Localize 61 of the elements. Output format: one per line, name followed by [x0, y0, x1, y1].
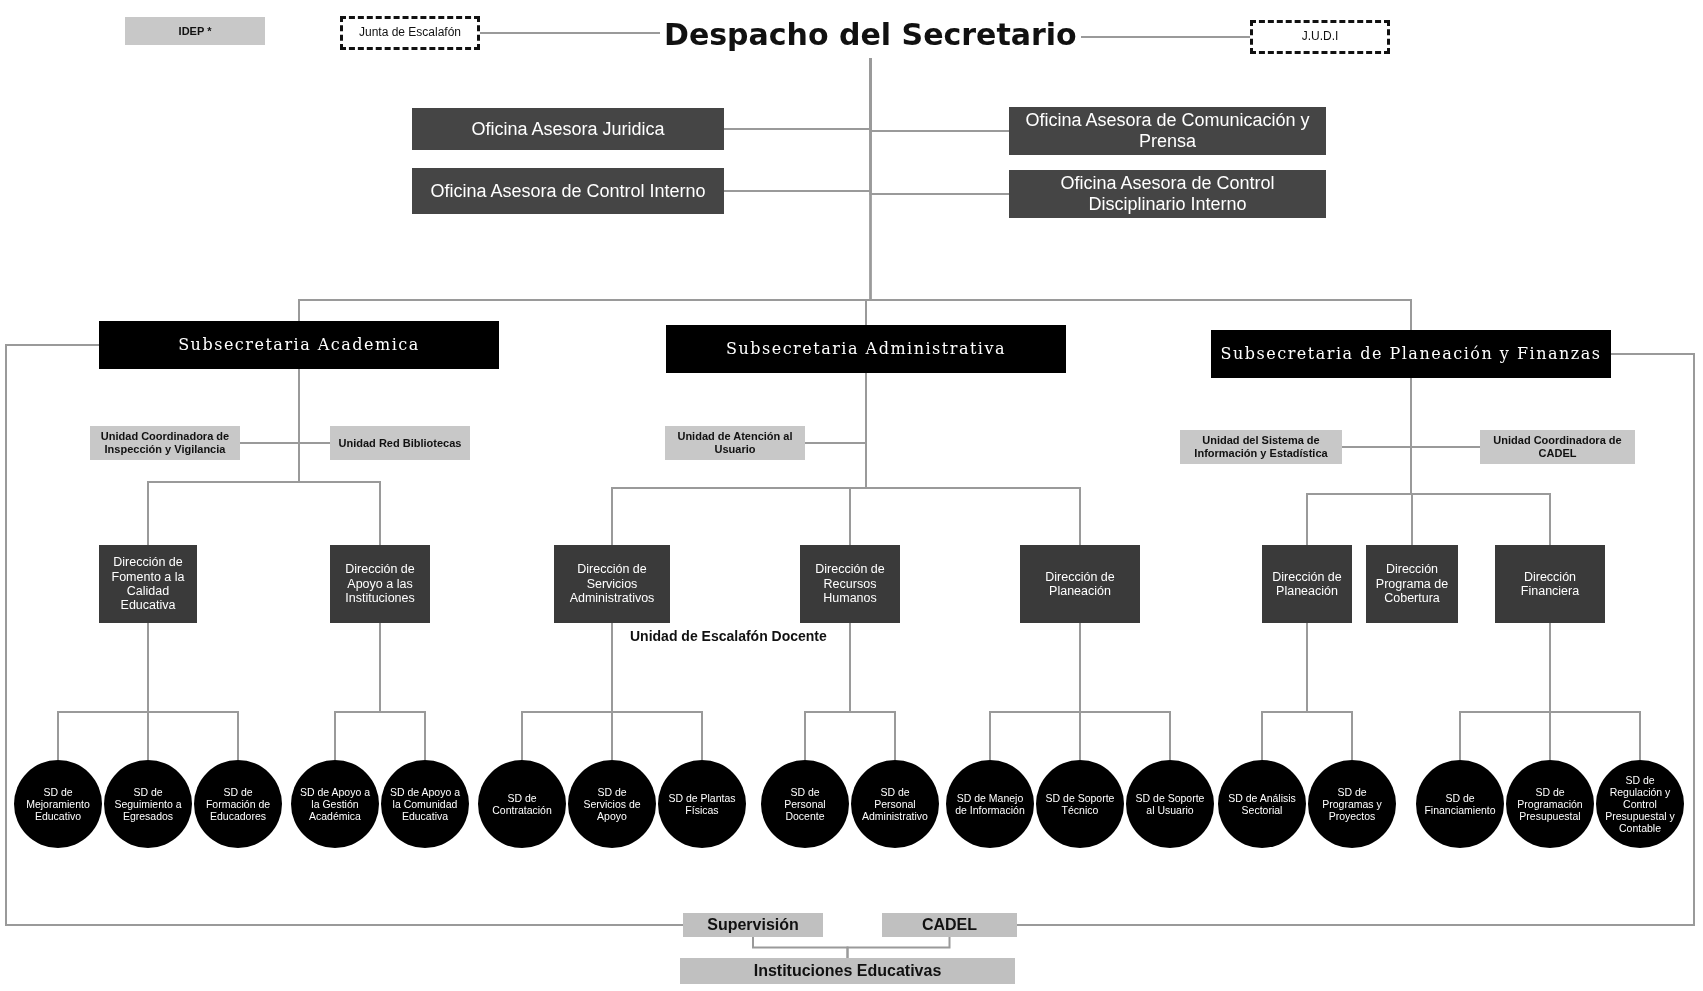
subdirectorate-circle: SD de Personal Docente — [761, 760, 849, 848]
dashed-box: J.U.D.I — [1250, 20, 1390, 54]
subdirectorate-circle: SD de Servicios de Apoyo — [568, 760, 656, 848]
subdirectorate-circle: SD de Manejo de Información — [946, 760, 1034, 848]
subdirectorate-circle: SD de Programación Presupuestal — [1506, 760, 1594, 848]
subdirectorate-circle: SD de Contratación — [478, 760, 566, 848]
directorate-box: Dirección de Planeación — [1262, 545, 1352, 623]
subdirectorate-circle: SD de Seguimiento a Egresados — [104, 760, 192, 848]
unit-box: Instituciones Educativas — [680, 958, 1015, 984]
connector-line — [611, 622, 703, 761]
subdirectorate-circle: SD de Programas y Proyectos — [1308, 760, 1396, 848]
unit-label: Unidad de Escalafón Docente — [630, 628, 827, 644]
unit-box: Unidad Coordinadora de Inspección y Vigilancia — [90, 426, 240, 460]
connector-line — [846, 936, 951, 959]
unit-box: CADEL — [882, 913, 1017, 937]
heading-text: Despacho del Secretario — [660, 12, 1081, 58]
unit-box: Supervisión — [683, 913, 823, 937]
subdirectorate-circle: SD de Formación de Educadores — [194, 760, 282, 848]
office-box: Oficina Asesora Juridica — [412, 108, 724, 150]
connector-line — [849, 622, 896, 761]
directorate-box: Dirección de Fomento a la Calidad Educativa — [99, 545, 197, 623]
subdirectorate-circle: SD de Soporte al Usuario — [1126, 760, 1214, 848]
subdirectorate-circle: SD de Análisis Sectorial — [1218, 760, 1306, 848]
connector-line — [1080, 36, 1251, 38]
subdirectorate-circle: SD de Apoyo a la Comunidad Educativa — [381, 760, 469, 848]
subdirectorate-circle: SD de Personal Administrativo — [851, 760, 939, 848]
department-box: Subsecretaria Administrativa — [666, 325, 1066, 373]
unit-box: Unidad Red Bibliotecas — [330, 426, 470, 460]
directorate-box: Dirección de Recursos Humanos — [800, 545, 900, 623]
unit-box: Unidad Coordinadora de CADEL — [1480, 430, 1635, 464]
subdirectorate-circle: SD de Soporte Técnico — [1036, 760, 1124, 848]
unit-box: Unidad de Atención al Usuario — [665, 426, 805, 460]
unit-box: IDEP * — [125, 17, 265, 45]
connector-line — [1079, 622, 1171, 761]
connector-line — [1016, 353, 1695, 926]
office-box: Oficina Asesora de Control Disciplinario Interno — [1009, 170, 1326, 218]
connector-line — [5, 344, 684, 926]
connector-line — [379, 622, 426, 761]
department-box: Subsecretaria Academica — [99, 321, 499, 369]
directorate-box: Dirección de Planeación — [1020, 545, 1140, 623]
unit-box: Unidad del Sistema de Información y Estadística — [1180, 430, 1342, 464]
office-box: Oficina Asesora de Control Interno — [412, 168, 724, 214]
connector-line — [147, 622, 239, 761]
subdirectorate-circle: SD de Regulación y Control Presupuestal y Contable — [1596, 760, 1684, 848]
connector-line — [479, 32, 661, 34]
subdirectorate-circle: SD de Plantas Físicas — [658, 760, 746, 848]
connector-line — [298, 368, 381, 546]
directorate-box: Dirección de Apoyo a las Instituciones — [330, 545, 430, 623]
connector-line — [1549, 622, 1641, 761]
dashed-box: Junta de Escalafón — [340, 16, 480, 50]
directorate-box: Dirección Financiera — [1495, 545, 1605, 623]
subdirectorate-circle: SD de Mejoramiento Educativo — [14, 760, 102, 848]
connector-line — [1410, 377, 1551, 546]
subdirectorate-circle: SD de Apoyo a la Gestión Académica — [291, 760, 379, 848]
directorate-box: Dirección de Servicios Administrativos — [554, 545, 670, 623]
connector-line — [869, 57, 1412, 331]
subdirectorate-circle: SD de Financiamiento — [1416, 760, 1504, 848]
department-box: Subsecretaria de Planeación y Finanzas — [1211, 330, 1611, 378]
connector-line — [1306, 622, 1353, 761]
directorate-box: Dirección Programa de Cobertura — [1366, 545, 1458, 623]
office-box: Oficina Asesora de Comunicación y Prensa — [1009, 107, 1326, 155]
